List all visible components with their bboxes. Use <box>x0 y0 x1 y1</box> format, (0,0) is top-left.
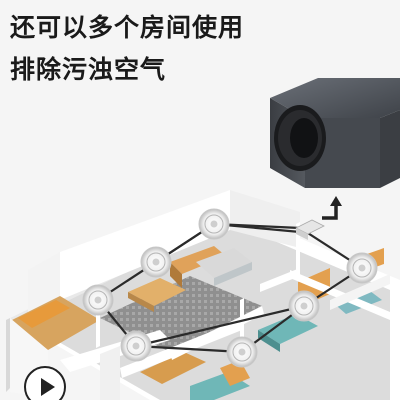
vent-ceiling-6 <box>120 330 152 362</box>
vent-ceiling-5 <box>288 290 320 322</box>
vent-ceiling-7 <box>226 336 258 368</box>
ceiling-fan-unit <box>295 219 325 240</box>
fan-duct-box <box>270 78 400 188</box>
play-icon <box>41 378 55 396</box>
vent-ceiling-4 <box>82 284 114 316</box>
vent-ceiling-1 <box>198 208 230 240</box>
arrow-up-right-icon <box>322 196 342 220</box>
headline-line-2: 排除污浊空气 <box>10 55 167 84</box>
duct-lines <box>97 222 363 354</box>
house-floorplan <box>6 190 400 400</box>
vent-ceiling-2 <box>140 246 172 278</box>
headline-line-1: 还可以多个房间使用 <box>10 13 245 42</box>
vent-ceiling-3 <box>346 252 378 284</box>
play-button[interactable] <box>24 366 66 400</box>
